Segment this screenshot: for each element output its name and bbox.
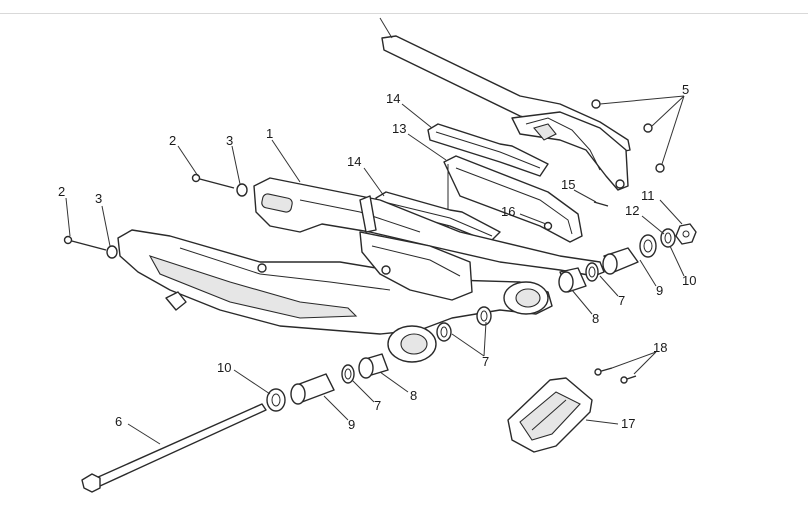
callout-16: 16	[501, 204, 515, 219]
callout-8-lower: 8	[410, 388, 417, 403]
chain-slider-upper	[427, 123, 549, 177]
callout-10-lower: 10	[217, 360, 231, 375]
leader-lines	[65, 95, 685, 445]
swingarm	[117, 177, 605, 363]
callout-5: 5	[682, 82, 689, 97]
washer	[106, 183, 248, 259]
callout-9-right: 9	[656, 283, 663, 298]
callout-9-lower: 9	[348, 417, 355, 432]
callout-2-upper: 2	[169, 133, 176, 148]
callout-12: 12	[625, 203, 639, 218]
washer	[266, 388, 286, 412]
swingarm-spindle	[81, 403, 267, 493]
seal	[341, 306, 492, 384]
callout-14-upper: 14	[386, 91, 400, 106]
callout-15: 15	[561, 177, 575, 192]
seal	[585, 262, 599, 282]
callout-3-lower: 3	[95, 191, 102, 206]
callout-17: 17	[621, 416, 635, 431]
callout-14-lower: 14	[347, 154, 361, 169]
chain-guard	[379, 17, 631, 191]
adjuster-nut	[675, 223, 697, 245]
callout-18: 18	[653, 340, 667, 355]
callout-11: 11	[641, 188, 655, 203]
hugger-bracket	[507, 377, 593, 453]
callout-labels: 1 2 2 3 3 5 6 7 7 7 8 8 9 9 10 10 11 12 …	[58, 82, 696, 432]
needle-bearing	[602, 247, 639, 275]
needle-bearing	[358, 353, 389, 379]
callout-6: 6	[115, 414, 122, 429]
washer	[639, 228, 676, 258]
chain-guide-frame	[443, 155, 583, 243]
spindle-bolt	[63, 173, 235, 251]
callout-10-right: 10	[682, 273, 696, 288]
callout-1: 1	[266, 126, 273, 141]
callout-13: 13	[392, 121, 406, 136]
top-divider-line	[0, 13, 808, 14]
bearing-sleeve	[290, 373, 335, 405]
callout-2-lower: 2	[58, 184, 65, 199]
callout-8-right: 8	[592, 311, 599, 326]
hugger-bolt	[594, 367, 637, 384]
callout-7-right: 7	[618, 293, 625, 308]
callout-7-middle: 7	[482, 354, 489, 369]
callout-7-lower: 7	[374, 398, 381, 413]
callout-3-upper: 3	[226, 133, 233, 148]
chain-guard-bolt	[543, 201, 609, 231]
bearing-sleeve	[558, 267, 587, 293]
